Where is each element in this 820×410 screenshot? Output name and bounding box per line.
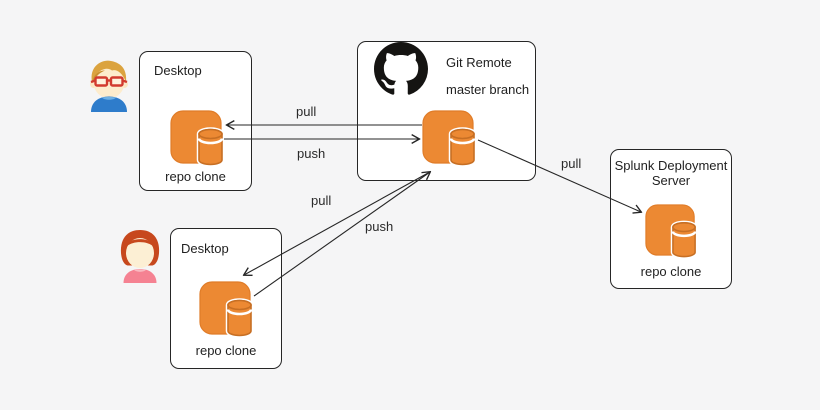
splunk-repo-label: repo clone — [640, 264, 702, 279]
edge-label-pull-diagonal: pull — [311, 193, 332, 208]
edge-label-pull-splunk: pull — [561, 156, 582, 171]
node-splunk-deployment-server: Splunk Deployment Server repo clone — [610, 149, 732, 289]
node-git-remote: Git Remote master branch — [357, 41, 536, 181]
repo-database-icon — [422, 110, 476, 166]
github-octocat-icon — [374, 42, 428, 95]
edge-label-push-top: push — [297, 146, 326, 161]
desktop-top-repo-label: repo clone — [165, 169, 226, 184]
node-desktop-bottom: Desktop repo clone — [170, 228, 282, 369]
repo-database-icon — [170, 110, 224, 166]
edge-label-pull-top: pull — [296, 104, 317, 119]
desktop-bottom-repo-label: repo clone — [195, 343, 257, 358]
git-remote-title: Git Remote — [446, 55, 512, 70]
desktop-bottom-title: Desktop — [181, 241, 229, 256]
node-desktop-top: Desktop repo clone — [139, 51, 252, 191]
male-developer-avatar — [90, 60, 128, 112]
female-developer-avatar — [120, 230, 160, 283]
git-remote-subtitle: master branch — [446, 82, 530, 97]
splunk-title: Splunk Deployment Server — [614, 158, 728, 188]
edge-label-push-diagonal: push — [365, 219, 394, 234]
desktop-top-title: Desktop — [154, 63, 202, 78]
repo-database-icon — [199, 281, 253, 337]
repo-database-icon — [644, 204, 698, 258]
